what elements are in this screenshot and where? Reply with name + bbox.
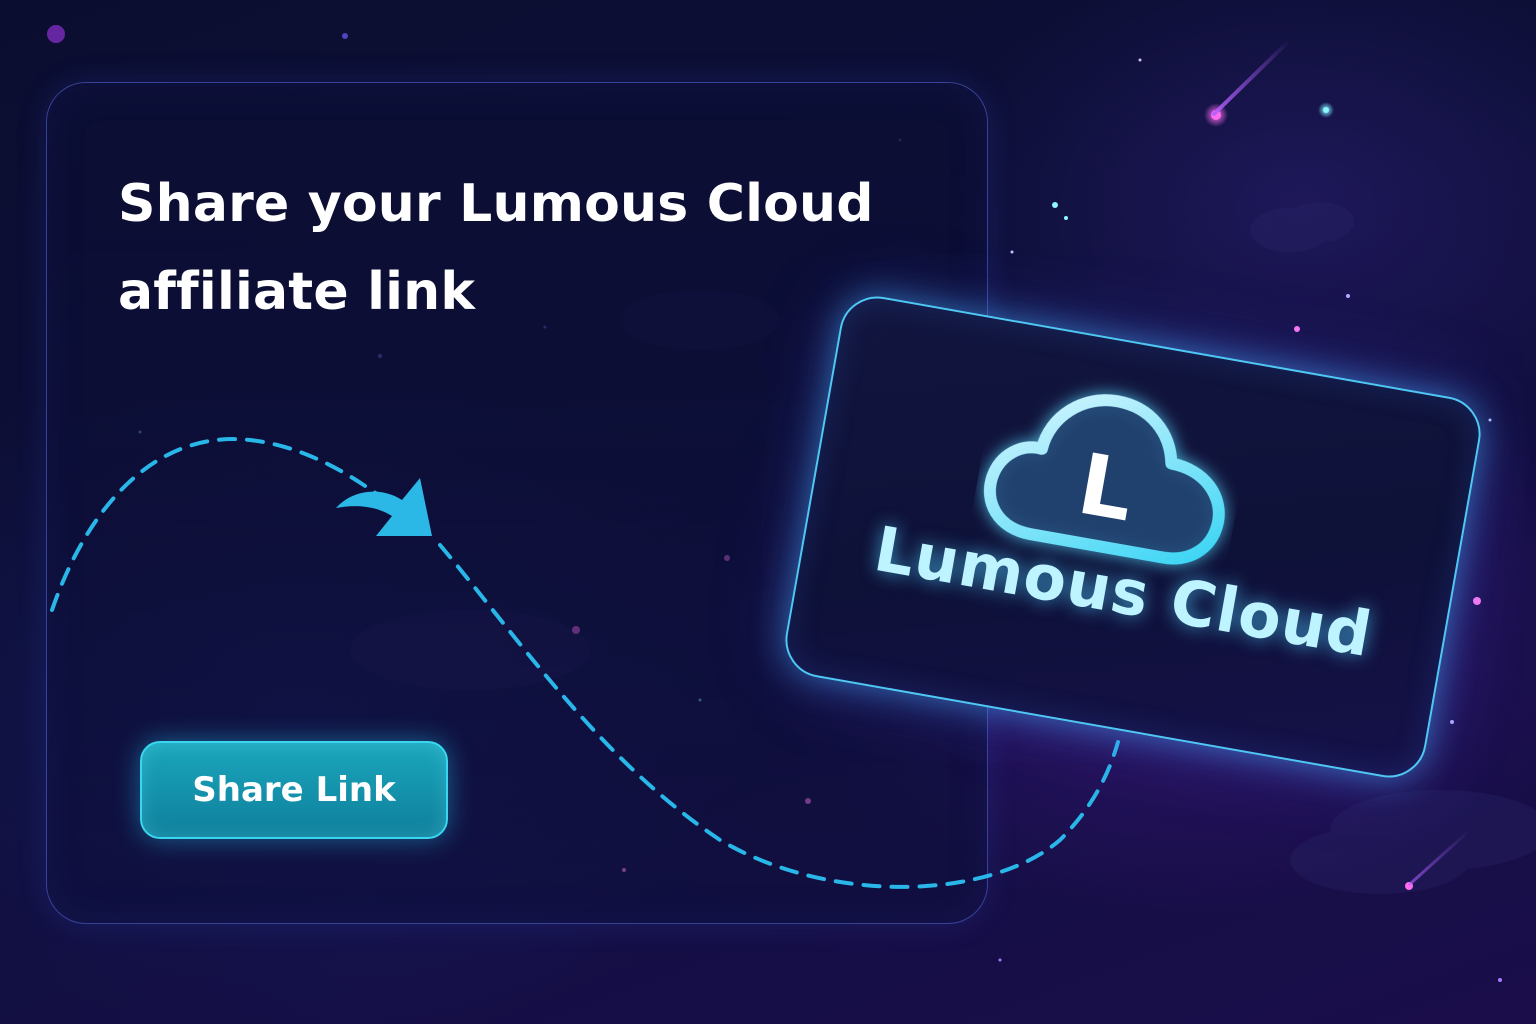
lumous-cloud-logo-card: L Lumous Cloud xyxy=(779,290,1487,784)
arrow-head-icon xyxy=(336,478,432,536)
share-link-button[interactable]: Share Link xyxy=(140,741,448,839)
light-streaks xyxy=(1212,38,1472,886)
cloud-icon: L xyxy=(983,394,1225,565)
page-title: Share your Lumous Cloud affiliate link xyxy=(118,160,978,336)
page-title-line-2: affiliate link xyxy=(118,262,476,322)
page-title-line-1: Share your Lumous Cloud xyxy=(118,174,874,234)
